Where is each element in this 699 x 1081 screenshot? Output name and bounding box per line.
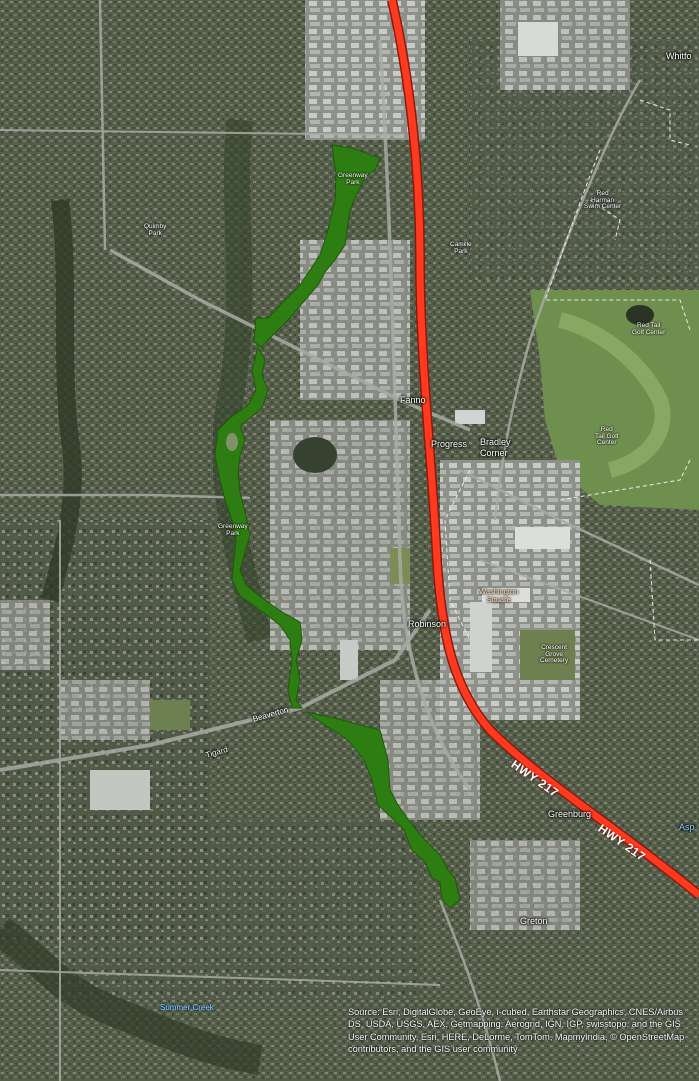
park-label-red-harman: Red Harman Swim Center [584, 190, 622, 210]
place-label-asp: Asp [679, 822, 695, 832]
park-label-quimby: Quimby Park [144, 223, 167, 237]
place-label-progress: Progress [431, 439, 468, 449]
place-label-greton: Greton [520, 916, 548, 926]
place-label-whitford: Whitfo [666, 51, 692, 61]
park-label-crescent-grove: Crescent Grove Cemetery [540, 644, 569, 664]
park-label-greenway-south: Greenway Park [218, 523, 248, 537]
place-label-greenburg: Greenburg [548, 809, 592, 819]
park-label-red-tail-golf: Red Tail Golf Center [595, 426, 619, 446]
park-label-red-tail-golf-east: Red Tail Golf Center [632, 322, 666, 336]
highway-217[interactable] [388, 0, 699, 898]
park-label-camille: Camille Park [450, 241, 472, 255]
map-attribution: Source: Esri, DigitalGlobe, GeoEye, i-cu… [348, 1007, 685, 1055]
park-label-greenway-north: Greenway Park [338, 172, 368, 186]
place-label-robinson: Robinson [408, 619, 447, 629]
park-label-washington-square: Washington Square [479, 587, 519, 604]
place-label-fanno: Fanno [400, 395, 426, 405]
place-label-bradley-corner: Bradley Corner [480, 437, 511, 458]
water-label-summer-creek: Summer Creek [160, 1003, 214, 1012]
